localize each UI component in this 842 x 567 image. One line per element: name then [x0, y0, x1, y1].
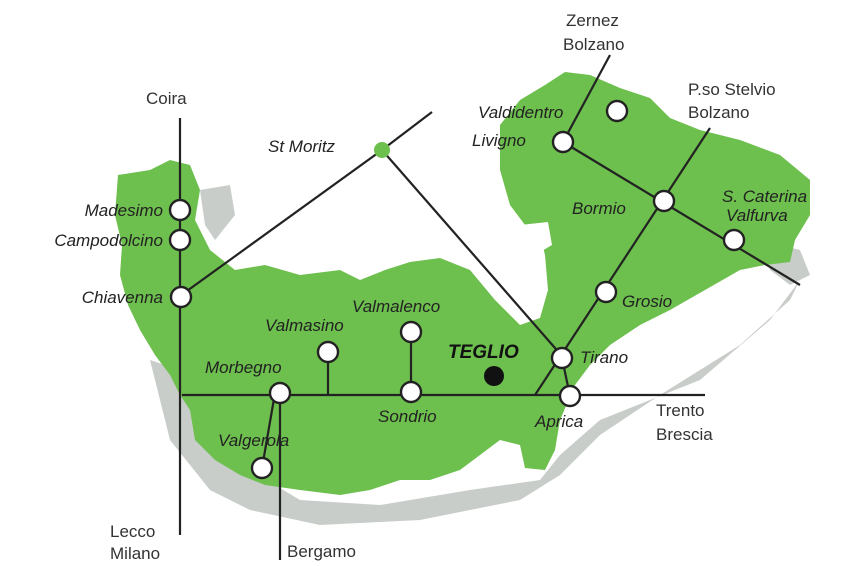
milano-label: Milano [110, 544, 160, 563]
sondrio-label: Sondrio [378, 407, 437, 426]
valdidentro-marker [605, 99, 629, 123]
lake-notch [520, 222, 552, 255]
valgerola-marker [250, 456, 274, 480]
stelvio-label: P.so Stelvio [688, 80, 776, 99]
st-moritz-marker [374, 142, 390, 158]
road-valgerola [260, 392, 277, 469]
valfurva-marker [722, 228, 746, 252]
bolzano-east-label: Bolzano [688, 103, 749, 122]
grosio-label: Grosio [622, 292, 672, 311]
tirano-label: Tirano [580, 348, 628, 367]
valgerola-label: Valgerola [218, 431, 289, 450]
tirano-marker [550, 346, 574, 370]
campodolcino-marker [168, 228, 192, 252]
bormio-marker [652, 189, 676, 213]
bormio-label: Bormio [572, 199, 626, 218]
teglio-label: TEGLIO [448, 342, 519, 363]
road-livigno-zernez [562, 54, 611, 143]
bergamo-label: Bergamo [287, 542, 356, 561]
valdidentro-label: Valdidentro [478, 103, 563, 122]
valfurva-label: Valfurva [726, 206, 788, 225]
grosio-marker [594, 280, 618, 304]
road-stmoritz-tirano [381, 149, 563, 357]
morbegno-label: Morbegno [205, 358, 282, 377]
road-stmoritz-ne [381, 111, 433, 151]
campodolcino-label: Campodolcino [54, 231, 163, 250]
chiavenna-marker [169, 285, 193, 309]
relief-shadow-north [200, 185, 235, 240]
chiavenna-label: Chiavenna [82, 288, 163, 307]
aprica-marker [558, 384, 582, 408]
s-caterina-label: S. Caterina [722, 187, 807, 206]
road-livigno-valfurva [562, 141, 801, 286]
valmalenco-label: Valmalenco [352, 297, 440, 316]
bolzano-north-label: Bolzano [563, 35, 624, 54]
madesimo-label: Madesimo [85, 201, 163, 220]
livigno-label: Livigno [472, 131, 526, 150]
road-chiavenna-stmoritz [179, 149, 383, 297]
livigno-marker [551, 130, 575, 154]
madesimo-marker [168, 198, 192, 222]
teglio-marker [484, 366, 504, 386]
st-moritz-label: St Moritz [268, 137, 336, 156]
lecco-label: Lecco [110, 522, 155, 541]
brescia-label: Brescia [656, 425, 713, 444]
valmasino-label: Valmasino [265, 316, 344, 335]
morbegno-marker [268, 381, 292, 405]
coira-label: Coira [146, 89, 187, 108]
zernez-label: Zernez [566, 11, 619, 30]
valmalenco-marker [399, 320, 423, 344]
aprica-label: Aprica [534, 412, 583, 431]
trento-label: Trento [656, 401, 705, 420]
valmasino-marker [316, 340, 340, 364]
sondrio-marker [399, 380, 423, 404]
